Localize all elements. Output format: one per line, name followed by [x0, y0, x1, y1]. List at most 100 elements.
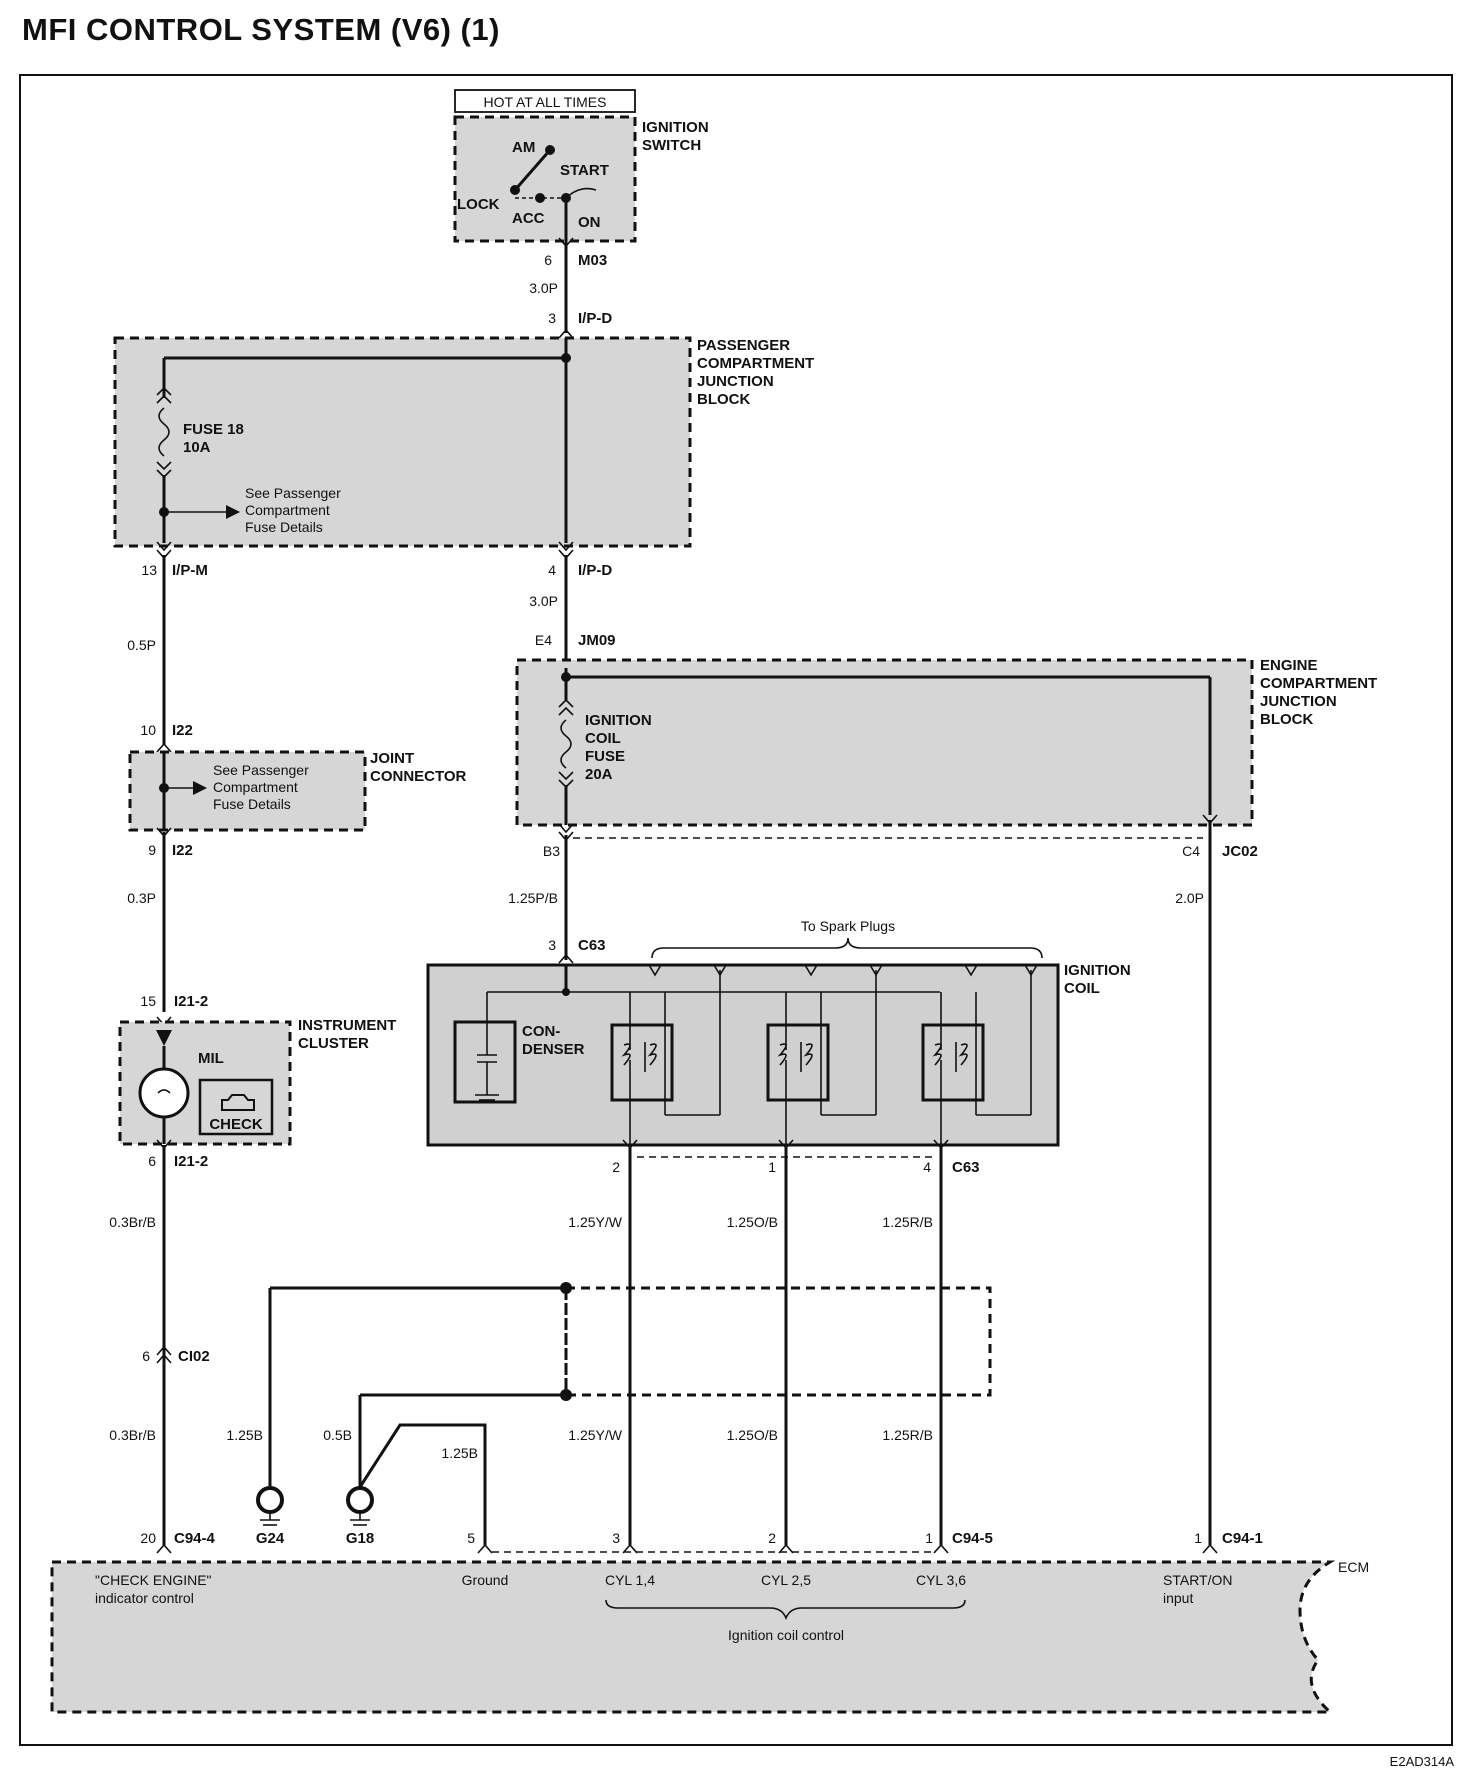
wire-0-5p: 0.5P: [127, 637, 156, 653]
ignition-coil-name-1: IGNITION: [1064, 962, 1131, 979]
g24-ground-icon: [256, 1486, 284, 1514]
pjb-name-1: PASSENGER: [697, 337, 790, 354]
c63-top-pin: 3: [548, 937, 556, 953]
wire-rb-bottom: 1.25R/B: [882, 1427, 933, 1443]
check-label: CHECK: [209, 1116, 263, 1133]
ecm-ignition-coil-control: Ignition coil control: [728, 1627, 844, 1643]
check-engine-icon: [221, 1094, 255, 1111]
switch-pos-start: START: [560, 162, 609, 179]
i22a-connector: I22: [172, 722, 193, 739]
wire-rb-top: 1.25R/B: [882, 1214, 933, 1230]
m03-connector: M03: [578, 252, 607, 269]
ignition-switch-name-1: IGNITION: [642, 119, 709, 136]
i212a-connector: I21-2: [174, 993, 208, 1010]
ejb-name-3: JUNCTION: [1260, 693, 1337, 710]
wire-ob-top: 1.25O/B: [727, 1214, 778, 1230]
ipd-bot-connector: I/P-D: [578, 562, 612, 579]
pjb-note-3: Fuse Details: [245, 519, 323, 535]
ipd-top-pin: 3: [548, 310, 556, 326]
g24-label: G24: [256, 1530, 285, 1547]
ign-fuse-rating: 20A: [585, 766, 613, 783]
ci02-pin: 6: [142, 1348, 150, 1364]
joint-name-2: CONNECTOR: [370, 768, 467, 785]
c63-bottom-connector: C63: [952, 1159, 980, 1176]
ground-g24: 1.25B G24: [226, 1282, 572, 1547]
wire-g18: 0.5B: [323, 1427, 352, 1443]
cluster-name-1: INSTRUMENT: [298, 1017, 396, 1034]
fuse18-rating: 10A: [183, 439, 211, 456]
ignition-coil: CON- DENSER: [426, 918, 1131, 1147]
coil-cyl36-icon: [921, 1023, 985, 1102]
wire-3-0p-mid: 3.0P: [529, 593, 558, 609]
c941-connector: C94-1: [1222, 1530, 1263, 1547]
g18-ground-icon: [346, 1486, 374, 1514]
ignition-switch-name-2: SWITCH: [642, 137, 701, 154]
ipd-top-connector: I/P-D: [578, 310, 612, 327]
jc02-connector: JC02: [1222, 843, 1258, 860]
wire-2-0p: 2.0P: [1175, 890, 1204, 906]
ground-g18: 0.5B G18 1.25B: [323, 1389, 572, 1547]
ignition-coil-name-2: COIL: [1064, 980, 1100, 997]
wire-yw-top: 1.25Y/W: [568, 1214, 622, 1230]
wire-1-25pb: 1.25P/B: [508, 890, 558, 906]
pjb-note-1: See Passenger: [245, 485, 341, 501]
ecm-ground-pin: 5: [467, 1530, 475, 1546]
ecm-check-engine-2: indicator control: [95, 1590, 194, 1606]
i212b-pin: 6: [148, 1153, 156, 1169]
condenser-label-1: CON-: [522, 1023, 560, 1040]
wire-ob-bottom: 1.25O/B: [727, 1427, 778, 1443]
wire-0-3p: 0.3P: [127, 890, 156, 906]
ejb-name-2: COMPARTMENT: [1260, 675, 1377, 692]
m03-pin: 6: [544, 252, 552, 268]
ecm-cyl14-pin: 3: [612, 1530, 620, 1546]
wire-yw-bottom: 1.25Y/W: [568, 1427, 622, 1443]
spark-plugs-label: To Spark Plugs: [801, 918, 895, 934]
joint-name-1: JOINT: [370, 750, 414, 767]
condenser-label-2: DENSER: [522, 1041, 585, 1058]
passenger-junction-block: FUSE 18 10A See Passenger Compartment Fu…: [113, 336, 814, 548]
mil-label: MIL: [198, 1050, 224, 1067]
ign-fuse-name-3: FUSE: [585, 748, 625, 765]
ejb-name-1: ENGINE: [1260, 657, 1318, 674]
engine-junction-block: IGNITION COIL FUSE 20A ENGINE COMPARTMEN…: [515, 657, 1377, 827]
i22a-pin: 10: [140, 722, 156, 738]
ecm-label: ECM: [1338, 1559, 1369, 1575]
i22b-pin: 9: [148, 842, 156, 858]
ecm-start-on-1: START/ON: [1163, 1572, 1233, 1588]
c63-pin-4: 4: [923, 1159, 931, 1175]
page-title: MFI CONTROL SYSTEM (V6) (1): [22, 12, 500, 47]
wire-0-3brb-top: 0.3Br/B: [109, 1214, 156, 1230]
mil-lamp-icon: [138, 1067, 190, 1119]
ipd-bot-pin: 4: [548, 562, 556, 578]
pjb-note-2: Compartment: [245, 502, 330, 518]
ecm-cyl25-pin: 2: [768, 1530, 776, 1546]
switch-pos-lock: LOCK: [457, 196, 500, 213]
pjb-name-4: BLOCK: [697, 391, 750, 408]
jm09-connector: JM09: [578, 632, 616, 649]
figure-code: E2AD314A: [1389, 1754, 1454, 1769]
ecm-ground-label: Ground: [462, 1572, 509, 1588]
ign-fuse-name-1: IGNITION: [585, 712, 652, 729]
ci02-connector: CI02: [178, 1348, 210, 1365]
c4-pin: C4: [1182, 843, 1200, 859]
ecm-cyl36-label: CYL 3,6: [916, 1572, 966, 1588]
i22b-connector: I22: [172, 842, 193, 859]
ecm-start-on-2: input: [1163, 1590, 1193, 1606]
diagram-frame: [19, 74, 1453, 1746]
switch-pos-on: ON: [578, 214, 601, 231]
ecm-check-engine-1: "CHECK ENGINE": [95, 1572, 212, 1588]
i212a-pin: 15: [140, 993, 156, 1009]
joint-connector: See Passenger Compartment Fuse Details J…: [128, 750, 467, 832]
ipm-pin: 13: [141, 562, 157, 578]
ipm-connector: I/P-M: [172, 562, 208, 579]
ecm-cyl14-label: CYL 1,4: [605, 1572, 655, 1588]
switch-pos-acc: ACC: [512, 210, 545, 227]
g18-label: G18: [346, 1530, 374, 1547]
c63-pin-1: 1: [768, 1159, 776, 1175]
pjb-name-3: JUNCTION: [697, 373, 774, 390]
joint-note-2: Compartment: [213, 779, 298, 795]
ign-fuse-name-2: COIL: [585, 730, 621, 747]
c945-connector: C94-5: [952, 1530, 993, 1547]
c945-pin: 1: [925, 1530, 933, 1546]
c63-top-connector: C63: [578, 937, 606, 954]
